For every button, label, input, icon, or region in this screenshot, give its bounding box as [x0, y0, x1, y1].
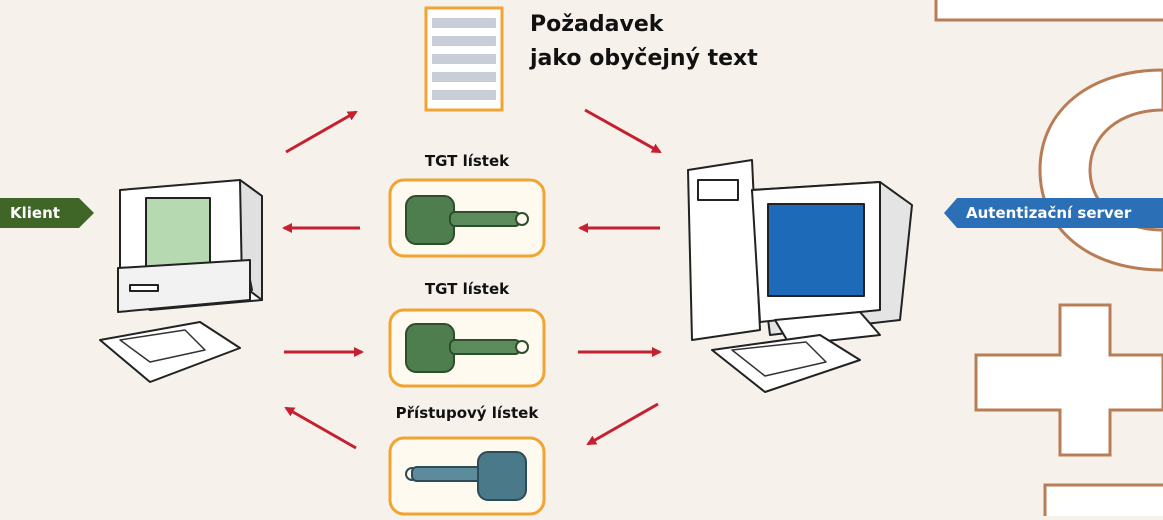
arrow-server-to-ticket-3	[586, 402, 659, 446]
arrow-client-to-request	[285, 110, 358, 154]
ticket-box-3	[388, 436, 546, 516]
flow-arrows	[282, 108, 662, 450]
ticket-box-1	[388, 178, 546, 258]
arrow-request-to-server	[584, 108, 662, 154]
ticket-caption-1: TGT lístek	[424, 152, 510, 170]
request-caption-line2: jako obyčejný text	[530, 46, 758, 71]
client-computer-icon	[99, 179, 263, 383]
request-caption: Požadavek jako obyčejný text	[530, 8, 758, 76]
ticket-caption-2: TGT lístek	[424, 280, 510, 298]
server-computer-icon	[687, 159, 913, 393]
key-icon	[405, 451, 527, 501]
server-label: Autentizační server	[944, 198, 1163, 228]
ticket-box-2	[388, 308, 546, 388]
document-icon	[424, 6, 504, 112]
arrow-ticket-3-to-client	[284, 406, 357, 450]
background-decoration	[934, 0, 1163, 520]
ticket-caption-3: Přístupový lístek	[395, 404, 539, 422]
key-icon	[405, 323, 529, 373]
key-icon	[405, 195, 529, 245]
client-label: Klient	[0, 198, 94, 228]
request-caption-line1: Požadavek	[530, 12, 664, 37]
